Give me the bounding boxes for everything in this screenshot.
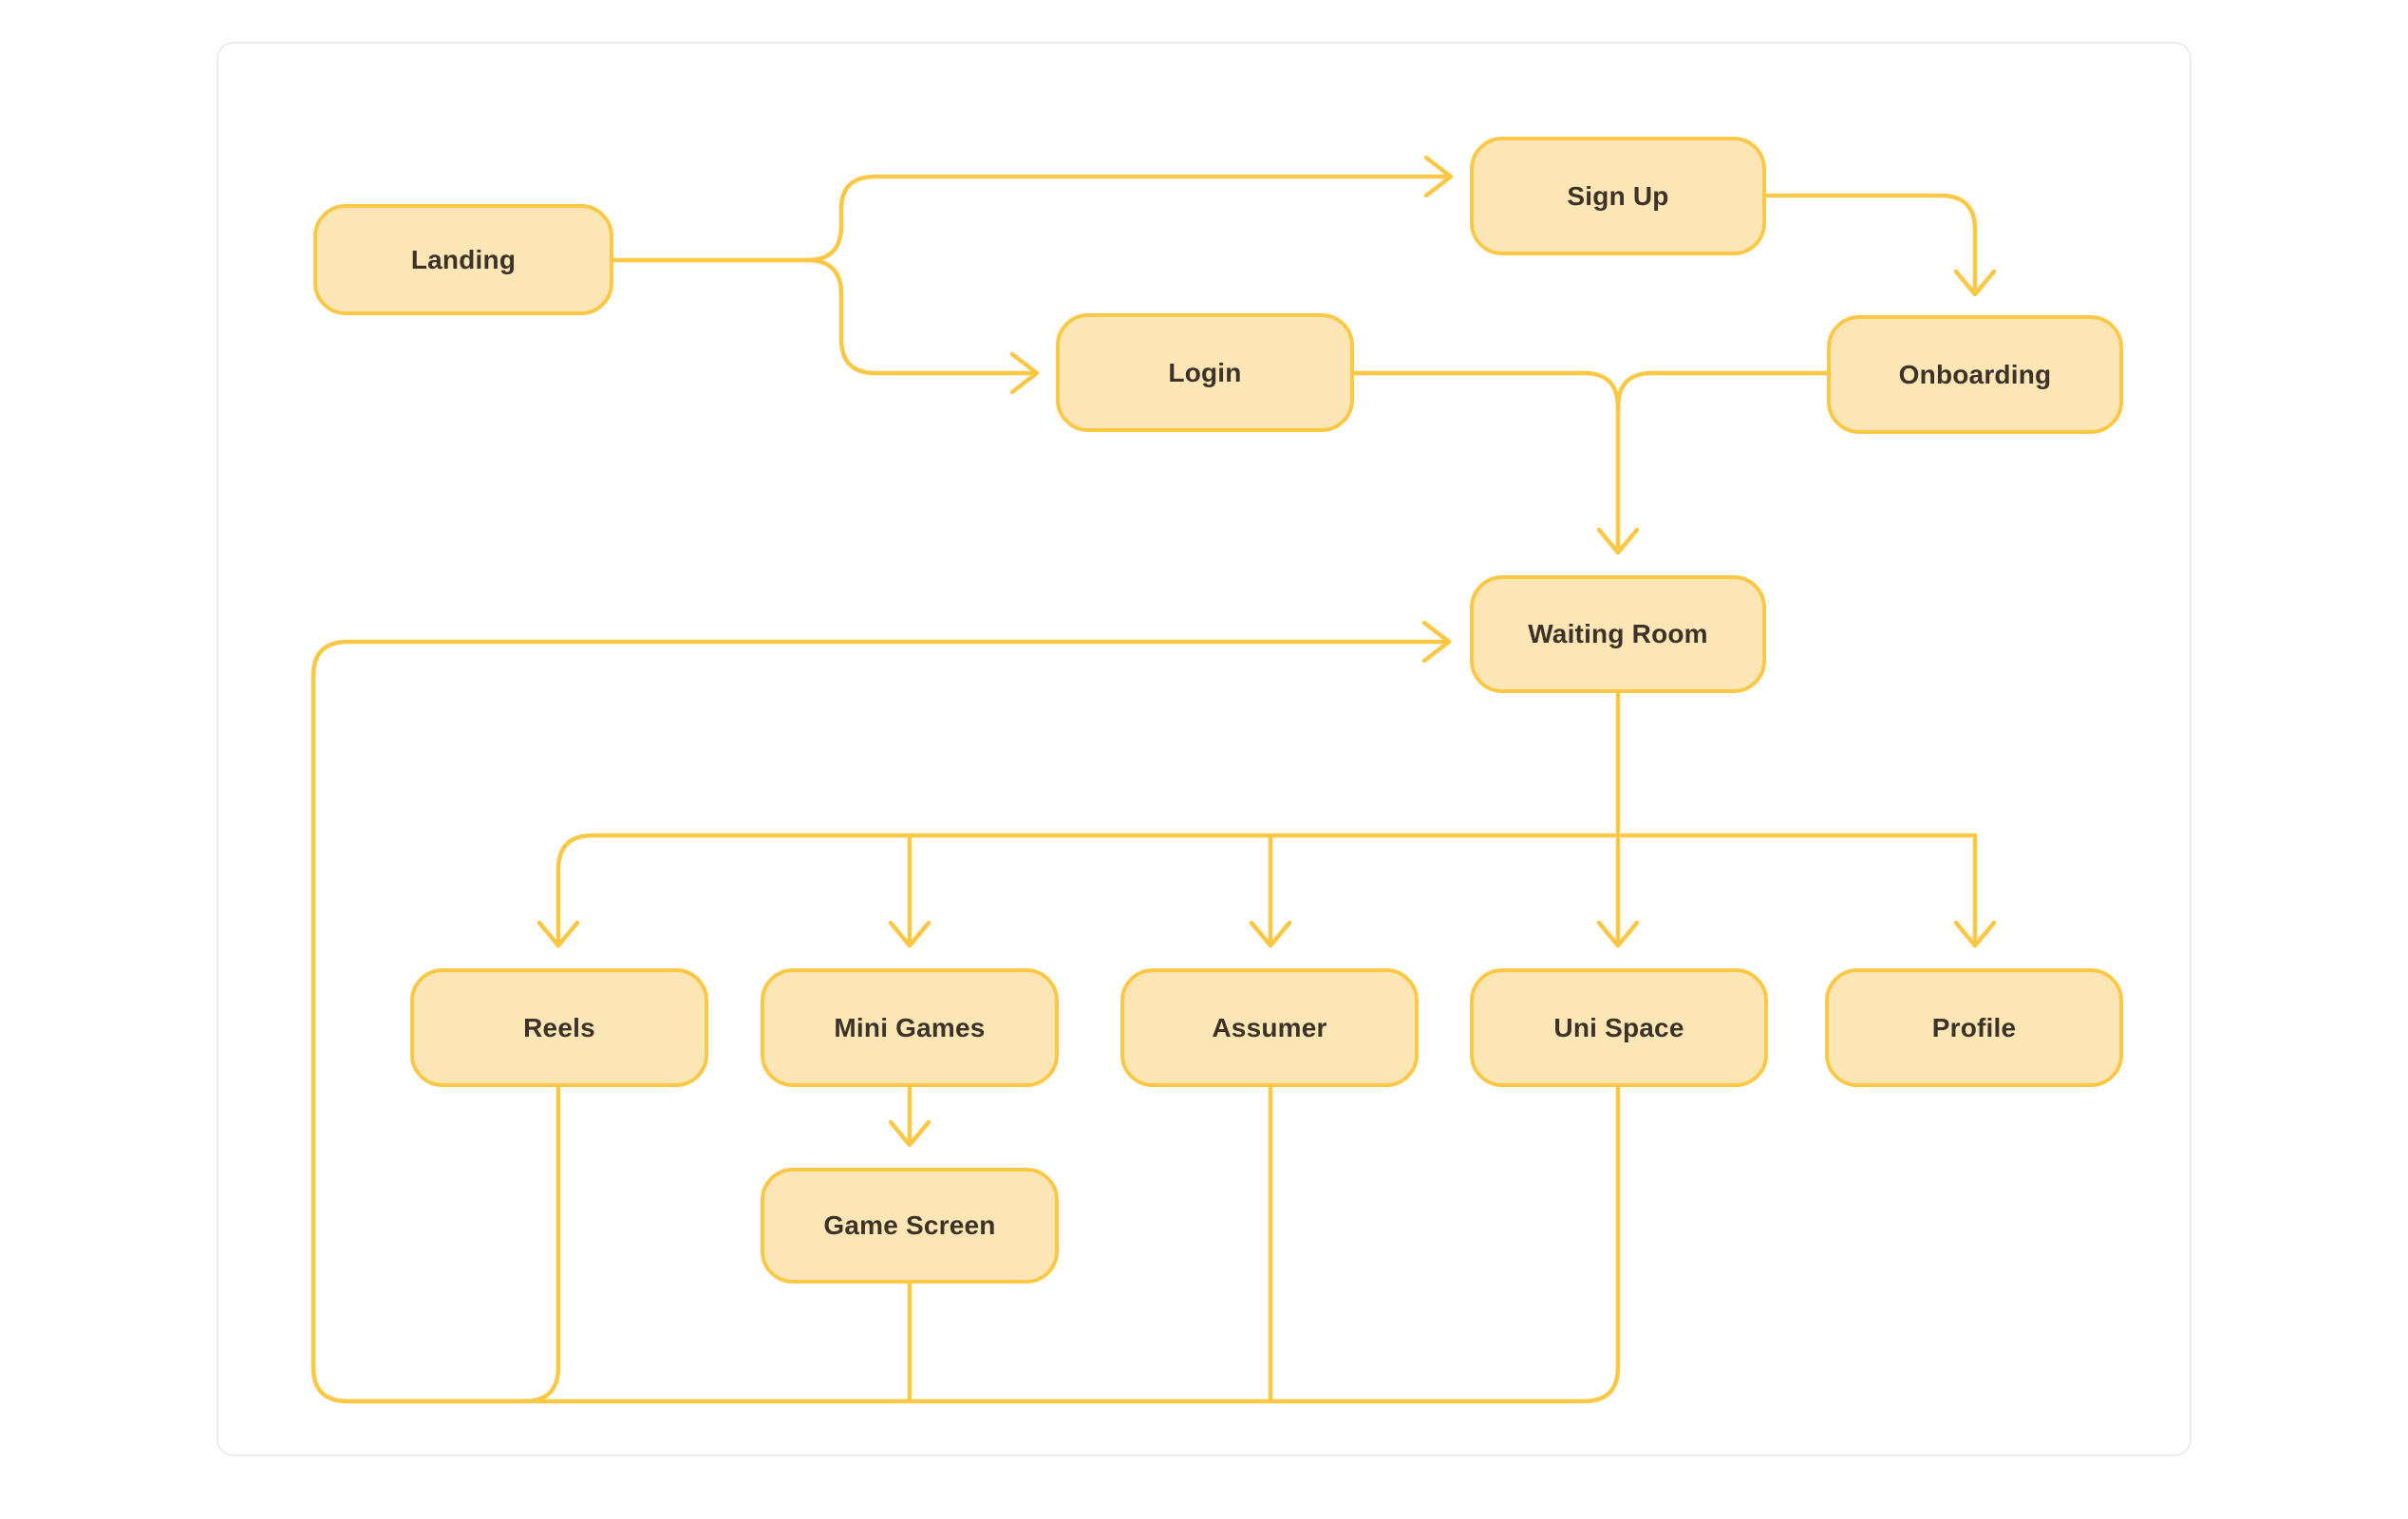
node-uni-space[interactable]: Uni Space [1470,968,1768,1087]
node-reels[interactable]: Reels [410,968,708,1087]
node-mini-games[interactable]: Mini Games [761,968,1059,1087]
node-game-screen[interactable]: Game Screen [761,1168,1059,1284]
node-profile[interactable]: Profile [1825,968,2123,1087]
node-label: Game Screen [823,1210,996,1240]
node-signup[interactable]: Sign Up [1470,137,1766,255]
node-login[interactable]: Login [1056,313,1354,432]
node-label: Assumer [1212,1012,1327,1042]
node-label: Sign Up [1567,180,1669,211]
node-label: Mini Games [834,1012,986,1042]
node-label: Login [1168,357,1242,387]
node-label: Waiting Room [1528,619,1708,648]
node-label: Onboarding [1898,359,2052,389]
node-waiting-room[interactable]: Waiting Room [1470,575,1766,693]
node-onboarding[interactable]: Onboarding [1827,315,2123,434]
node-label: Reels [523,1012,595,1042]
node-label: Uni Space [1553,1012,1684,1042]
node-label: Landing [410,244,517,274]
node-label: Profile [1931,1012,2017,1042]
node-landing[interactable]: Landing [313,204,613,315]
node-assumer[interactable]: Assumer [1120,968,1419,1087]
